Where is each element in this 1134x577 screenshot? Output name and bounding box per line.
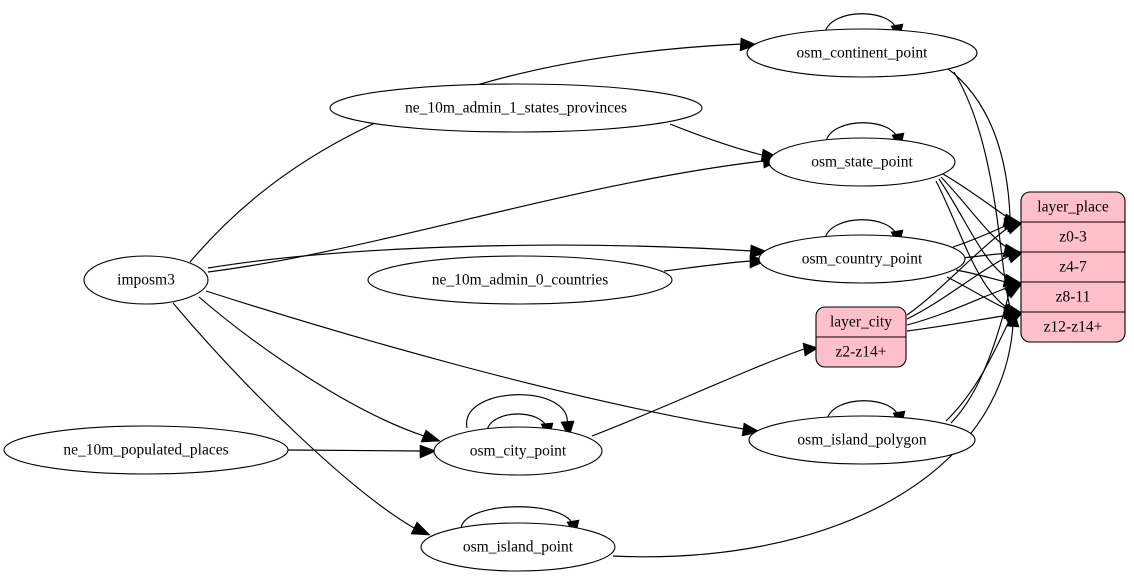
node-ne_10m_populated_places[interactable]: ne_10m_populated_places xyxy=(3,425,289,475)
node-layer: imposm3 ne_10m_admin_1_states_provinces … xyxy=(3,28,978,572)
node-osm_country_point[interactable]: osm_country_point xyxy=(758,234,966,284)
node-ne_10m_admin_0_countries[interactable]: ne_10m_admin_0_countries xyxy=(367,255,673,305)
node-osm_island_polygon[interactable]: osm_island_polygon xyxy=(748,415,976,465)
edge-imposm3-to-osm_state_point xyxy=(207,154,780,273)
record-layer_city[interactable]: layer_city z2-z14+ xyxy=(815,306,907,368)
edge-osm_island_point-to-layer_place-z12-z14 xyxy=(612,309,1020,558)
edge-ne_countries-to-osm_country_point xyxy=(663,254,767,272)
edge-layer_city-to-layer_place-z0-3 xyxy=(906,220,1022,316)
node-osm_state_point[interactable]: osm_state_point xyxy=(768,137,956,187)
node-imposm3[interactable]: imposm3 xyxy=(83,255,209,305)
edge-ne_places-to-osm_city_point xyxy=(287,444,437,459)
edge-imposm3-to-osm_island_point xyxy=(172,302,431,536)
self-loop-osm_city_point-outer xyxy=(466,394,575,439)
edge-ne_states-to-osm_state_point xyxy=(669,123,780,163)
node-ne_10m_admin_1_states_provinces[interactable]: ne_10m_admin_1_states_provinces xyxy=(329,83,703,133)
edge-osm_island_polygon-to-layer_place-z12-z14 xyxy=(945,313,1022,422)
edge-layer xyxy=(172,13,1024,558)
node-osm_city_point[interactable]: osm_city_point xyxy=(433,426,603,476)
record-layer_place[interactable]: layer_place z0-3 z4-7 z8-11 z12-z14+ xyxy=(1020,191,1126,343)
edge-imposm3-to-osm_country_point xyxy=(207,244,769,269)
edge-osm_city_point-to-layer_city-z2-z14 xyxy=(591,342,819,437)
edge-imposm3-to-osm_continent_point xyxy=(189,37,758,263)
node-osm_continent_point[interactable]: osm_continent_point xyxy=(746,28,978,78)
edge-imposm3-to-osm_island_polygon xyxy=(205,290,761,437)
edge-layer_city-to-layer_place-z4-7 xyxy=(906,249,1022,320)
node-osm_island_point[interactable]: osm_island_point xyxy=(420,522,616,572)
edge-imposm3-to-osm_city_point xyxy=(198,296,441,443)
edge-osm_island_polygon-to-layer_place-z8-11 xyxy=(950,284,1022,424)
